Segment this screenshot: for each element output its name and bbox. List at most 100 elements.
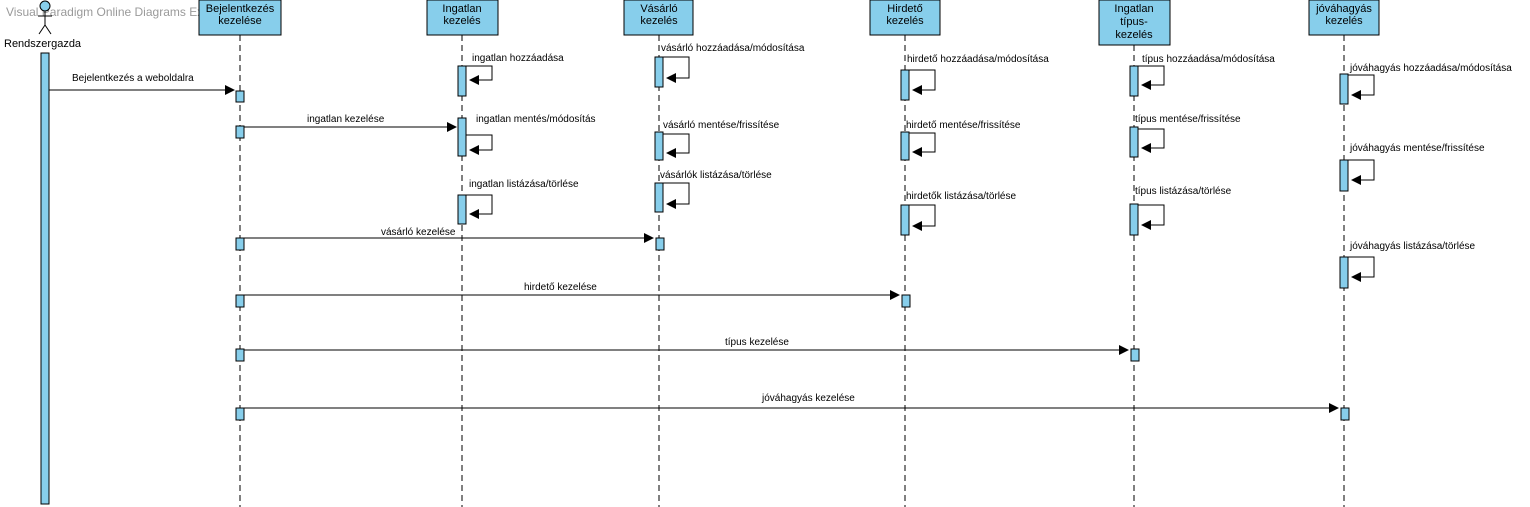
self-message-tipus-listazasa[interactable]: típus listázása/törlése [1129, 186, 1232, 236]
self-message-hirdeto-mentese[interactable]: hirdető mentése/frissítése [900, 120, 1021, 161]
activation-bar [655, 237, 665, 251]
self-message-loop [1348, 159, 1375, 185]
activation-bar [1339, 73, 1349, 105]
lifeline-header-box [869, 0, 941, 36]
self-message-label: vásárlók listázása/törlése [660, 170, 772, 181]
activation-bar [457, 194, 467, 225]
self-message-hirdeto-hozzaadasa[interactable]: hirdető hozzáadása/módosítása [900, 54, 1049, 101]
message-vasarlo-kezelese[interactable]: vásárló kezelése [244, 227, 654, 243]
lifeline-title-line: kezelése [218, 15, 261, 27]
self-message-hirdetok-listazasa[interactable]: hirdetők listázása/törlése [900, 191, 1016, 236]
message-label: ingatlan kezelése [307, 114, 385, 125]
self-message-label: hirdető hozzáadása/módosítása [907, 54, 1049, 65]
self-message-loop [466, 134, 493, 155]
activation-bar [235, 348, 245, 362]
self-message-loop [466, 65, 493, 85]
self-message-jovahagyas-hozzaadasa[interactable]: jóváhagyás hozzáadása/módosítása [1339, 63, 1512, 105]
self-message-loop [1138, 128, 1165, 153]
self-message-label: jóváhagyás listázása/törlése [1349, 241, 1476, 252]
lifeline-ingatlan-tipus-kezeles[interactable]: Ingatlan típus- kezelés [1098, 0, 1171, 507]
lifeline-header-box [1098, 0, 1171, 46]
activation-bar [1129, 65, 1139, 97]
self-message-label: ingatlan mentés/módosítás [476, 114, 596, 125]
lifeline-title-line: kezelés [443, 15, 481, 27]
self-message-label: ingatlan hozzáadása [472, 53, 564, 64]
lifeline-header-box [623, 0, 694, 36]
actor-label: Rendszergazda [4, 38, 82, 50]
self-message-vasarlo-mentese[interactable]: vásárló mentése/frissítése [654, 120, 780, 161]
lifeline-title-line: kezelés [1325, 15, 1363, 27]
activation-bar [654, 131, 664, 161]
activation-bar [235, 237, 245, 251]
lifeline-title-line: típus- [1120, 16, 1148, 28]
activation-bar [900, 69, 910, 101]
activation-bar [235, 90, 245, 103]
message-hirdeto-kezelese[interactable]: hirdető kezelése [244, 282, 900, 300]
lifeline-title-line: Bejelentkezés [206, 3, 275, 15]
self-message-label: jóváhagyás mentése/frissítése [1349, 143, 1485, 154]
self-message-label: típus hozzáadása/módosítása [1142, 54, 1275, 65]
self-message-label: vásárló mentése/frissítése [663, 120, 780, 131]
self-message-ingatlan-listazasa-torlese[interactable]: ingatlan listázása/törlése [457, 179, 579, 225]
self-message-loop [909, 69, 936, 95]
self-message-ingatlan-mentes-modositas[interactable]: ingatlan mentés/módosítás [457, 114, 596, 157]
self-message-jovahagyas-listazasa[interactable]: jóváhagyás listázása/törlése [1339, 241, 1476, 289]
self-message-label: típus listázása/törlése [1135, 186, 1232, 197]
self-message-loop [663, 182, 690, 209]
activation-bar [457, 117, 467, 157]
actor-rendszergazda[interactable]: Rendszergazda [4, 0, 82, 505]
lifeline-title-line: kezelés [886, 15, 924, 27]
message-label: vásárló kezelése [381, 227, 456, 238]
message-ingatlan-kezelese[interactable]: ingatlan kezelése [244, 114, 457, 132]
self-message-loop [1348, 74, 1375, 100]
self-message-vasarlok-listazasa[interactable]: vásárlók listázása/törlése [654, 170, 772, 213]
lifeline-title-line: Vásárló [640, 3, 677, 15]
actor-activation-bar [40, 52, 50, 505]
lifeline-vasarlo-kezeles[interactable]: Vásárló kezelés [623, 0, 694, 507]
lifeline-hirdeto-kezeles[interactable]: Hirdető kezelés [869, 0, 941, 507]
self-message-jovahagyas-mentese[interactable]: jóváhagyás mentése/frissítése [1339, 143, 1485, 192]
stick-figure-icon [38, 0, 52, 35]
self-message-vasarlo-hozzaadasa[interactable]: vásárló hozzáadása/módosítása [654, 43, 805, 88]
lifeline-title-line: Hirdető [887, 3, 922, 15]
lifeline-header-box [1308, 0, 1380, 36]
self-message-label: típus mentése/frissítése [1135, 114, 1241, 125]
activation-bar [900, 204, 910, 236]
activation-bar [1129, 203, 1139, 236]
self-message-loop [909, 204, 936, 231]
activation-bar [235, 125, 245, 139]
self-message-tipus-mentese[interactable]: típus mentése/frissítése [1129, 114, 1241, 158]
activation-bar [654, 56, 664, 88]
self-message-loop [1138, 204, 1165, 230]
lifeline-title-line: kezelés [1115, 29, 1153, 41]
self-message-label: jóváhagyás hozzáadása/módosítása [1349, 63, 1512, 74]
activation-bar [901, 294, 911, 308]
lifeline-title-line: jóváhagyás [1315, 3, 1372, 15]
self-message-ingatlan-hozzaadasa[interactable]: ingatlan hozzáadása [457, 53, 564, 97]
message-jovahagyas-kezelese[interactable]: jóváhagyás kezelése [244, 393, 1339, 413]
self-message-loop [1138, 65, 1165, 90]
self-message-label: hirdetők listázása/törlése [906, 191, 1016, 202]
lifeline-title-line: Ingatlan [442, 3, 481, 15]
lifeline-header-box [426, 0, 499, 36]
lifeline-title-line: Ingatlan [1114, 3, 1153, 15]
activation-bar [235, 294, 245, 308]
activation-bar [1340, 407, 1350, 421]
lifeline-bejelentkezes-kezelese[interactable]: Bejelentkezés kezelése [198, 0, 282, 507]
message-label: Bejelentkezés a weboldalra [72, 73, 194, 84]
self-message-loop [909, 132, 936, 157]
message-tipus-kezelese[interactable]: típus kezelése [244, 337, 1129, 355]
lifeline-ingatlan-kezeles[interactable]: Ingatlan kezelés [426, 0, 499, 507]
activation-bar [1130, 348, 1140, 362]
activation-bar [457, 65, 467, 97]
self-message-loop [466, 194, 493, 219]
self-message-label: hirdető mentése/frissítése [906, 120, 1021, 131]
message-label: jóváhagyás kezelése [761, 393, 855, 404]
activation-bar [654, 182, 664, 213]
self-message-tipus-hozzaadasa[interactable]: típus hozzáadása/módosítása [1129, 54, 1275, 97]
self-message-loop [663, 133, 690, 158]
self-message-label: ingatlan listázása/törlése [469, 179, 579, 190]
message-bejelentkezes-a-weboldalra[interactable]: Bejelentkezés a weboldalra [49, 73, 235, 95]
message-label: típus kezelése [725, 337, 789, 348]
lifeline-title-line: kezelés [640, 15, 678, 27]
